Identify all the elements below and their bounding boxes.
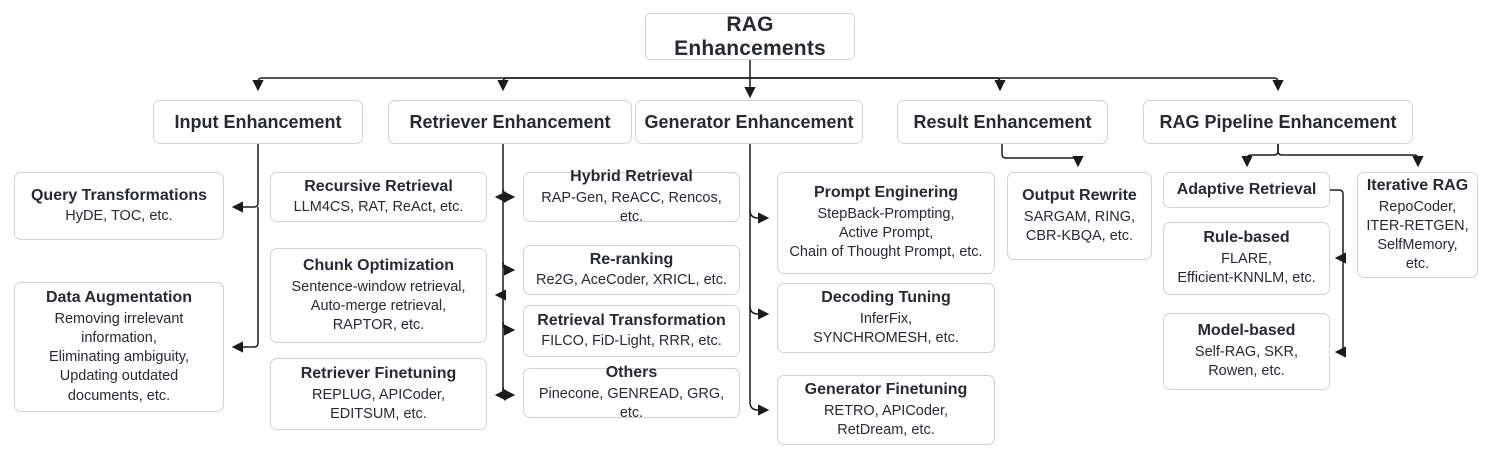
node-sub: SARGAM, RING, CBR-KBQA, etc.	[1023, 208, 1136, 244]
node-decoding-tuning: Decoding Tuning InferFix, SYNCHROMESH, e…	[777, 283, 995, 353]
node-title: Re-ranking	[589, 250, 674, 268]
node-recursive-retrieval: Recursive Retrieval LLM4CS, RAT, ReAct, …	[270, 172, 487, 222]
node-sub: Self-RAG, SKR, Rowen, etc.	[1194, 344, 1299, 380]
node-data-augmentation: Data Augmentation Removing irrelevant in…	[14, 282, 224, 412]
node-title: Decoding Tuning	[821, 288, 951, 306]
node-sub: InferFix, SYNCHROMESH, etc.	[813, 310, 959, 346]
node-chunk-optimization: Chunk Optimization Sentence-window retri…	[270, 248, 487, 343]
node-title: Model-based	[1197, 322, 1296, 340]
node-title: Rule-based	[1203, 229, 1290, 247]
branch-label: Input Enhancement	[174, 111, 342, 132]
node-iterative-rag: Iterative RAG RepoCoder, ITER-RETGEN, Se…	[1357, 172, 1478, 278]
node-re-ranking: Re-ranking Re2G, AceCoder, XRICL, etc.	[523, 245, 740, 295]
node-title: Output Rewrite	[1022, 186, 1137, 204]
branch-label: Generator Enhancement	[644, 111, 854, 132]
node-retriever-finetuning: Retriever Finetuning REPLUG, APICoder, E…	[270, 358, 487, 430]
node-title: Hybrid Retrieval	[570, 167, 693, 185]
node-prompt-engineering: Prompt Enginering StepBack-Prompting, Ac…	[777, 172, 995, 274]
node-title: Query Transformations	[30, 186, 208, 204]
node-sub: RAP-Gen, ReACC, Rencos, etc.	[541, 189, 722, 225]
branch-label: Retriever Enhancement	[409, 111, 611, 132]
node-title: Data Augmentation	[45, 289, 193, 307]
node-title: Others	[605, 363, 658, 381]
node-title: Retriever Finetuning	[300, 364, 457, 382]
node-query-transformations: Query Transformations HyDE, TOC, etc.	[14, 172, 224, 240]
branch-generator-enhancement: Generator Enhancement	[635, 100, 863, 144]
branch-label: Result Enhancement	[913, 111, 1092, 132]
node-title: Adaptive Retrieval	[1176, 180, 1317, 198]
node-sub: RepoCoder, ITER-RETGEN, SelfMemory, etc.	[1366, 198, 1469, 273]
node-generator-finetuning: Generator Finetuning RETRO, APICoder, Re…	[777, 375, 995, 445]
node-title: Prompt Enginering	[814, 184, 958, 202]
node-sub: FLARE, Efficient-KNNLM, etc.	[1177, 251, 1316, 287]
branch-input-enhancement: Input Enhancement	[153, 100, 363, 144]
node-retrieval-transformation: Retrieval Transformation FILCO, FiD-Ligh…	[523, 305, 740, 357]
node-sub: Re2G, AceCoder, XRICL, etc.	[535, 272, 727, 289]
node-output-rewrite: Output Rewrite SARGAM, RING, CBR-KBQA, e…	[1007, 172, 1152, 260]
node-sub: RETRO, APICoder, RetDream, etc.	[823, 402, 949, 438]
node-sub: FILCO, FiD-Light, RRR, etc.	[541, 333, 722, 350]
branch-retriever-enhancement: Retriever Enhancement	[388, 100, 632, 144]
node-title: Iterative RAG	[1366, 176, 1469, 194]
branch-result-enhancement: Result Enhancement	[897, 100, 1108, 144]
node-sub: Removing irrelevant information, Elimina…	[49, 311, 189, 404]
node-sub: REPLUG, APICoder, EDITSUM, etc.	[312, 386, 445, 422]
node-sub: HyDE, TOC, etc.	[65, 208, 173, 225]
node-sub: StepBack-Prompting, Active Prompt, Chain…	[789, 206, 983, 261]
node-title: Retrieval Transformation	[537, 311, 726, 329]
node-title: Recursive Retrieval	[304, 177, 453, 195]
node-others: Others Pinecone, GENREAD, GRG, etc.	[523, 364, 740, 421]
node-title: Chunk Optimization	[302, 256, 455, 274]
root-node: RAG Enhancements	[645, 13, 855, 60]
node-sub: Sentence-window retrieval, Auto-merge re…	[291, 278, 466, 333]
root-label: RAG Enhancements	[674, 12, 826, 60]
node-title: Generator Finetuning	[804, 380, 968, 398]
node-hybrid-retrieval: Hybrid Retrieval RAP-Gen, ReACC, Rencos,…	[523, 168, 740, 225]
node-model-based: Model-based Self-RAG, SKR, Rowen, etc.	[1163, 313, 1330, 390]
node-adaptive-retrieval: Adaptive Retrieval	[1163, 172, 1330, 208]
node-sub: Pinecone, GENREAD, GRG, etc.	[538, 385, 725, 421]
node-sub: LLM4CS, RAT, ReAct, etc.	[293, 199, 464, 216]
branch-label: RAG Pipeline Enhancement	[1159, 111, 1397, 132]
branch-rag-pipeline-enhancement: RAG Pipeline Enhancement	[1143, 100, 1413, 144]
connector-paths	[231, 60, 1424, 416]
node-rule-based: Rule-based FLARE, Efficient-KNNLM, etc.	[1163, 222, 1330, 295]
